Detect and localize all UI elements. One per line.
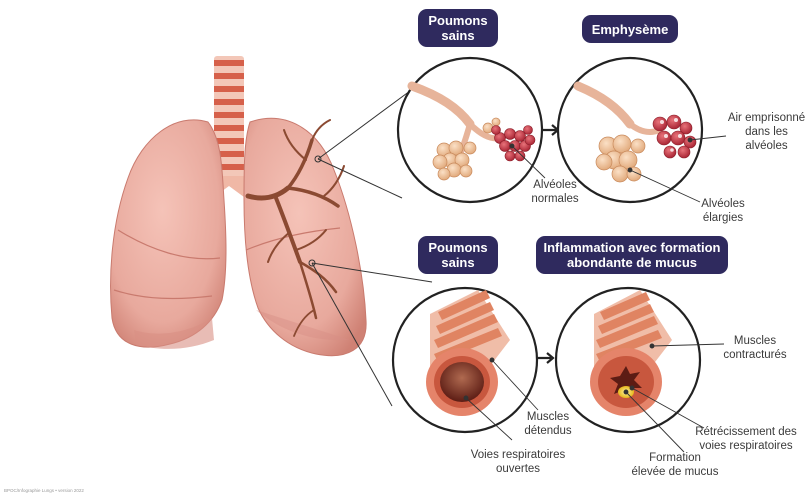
- right-lung: [244, 118, 366, 355]
- pill-inflammation: Inflammation avec formation abondante de…: [536, 236, 728, 274]
- label-mucus: Formation élevée de mucus: [620, 451, 730, 479]
- pill-emphysema: Emphysème: [582, 15, 678, 43]
- left-lung: [111, 120, 226, 347]
- label-normal-alveoli: Alvéoles normales: [520, 178, 590, 206]
- pill-healthy-lungs-top: Poumons sains: [418, 9, 498, 47]
- label-relaxed-muscles: Muscles détendus: [513, 410, 583, 438]
- label-narrowed-airways: Rétrécissement des voies respiratoires: [685, 425, 807, 453]
- label-trapped-air: Air emprisonné dans les alvéoles: [725, 111, 808, 153]
- label-contracted-muscles: Muscles contracturés: [710, 334, 800, 362]
- label-open-airways: Voies respiratoires ouvertes: [460, 448, 576, 476]
- footer-credit: BPOC/Infographie Lungs • version 2022: [4, 488, 84, 493]
- label-enlarged-alveoli: Alvéoles élargies: [688, 197, 758, 225]
- arrow-bottom: [538, 353, 553, 363]
- arrow-top: [543, 125, 558, 135]
- pill-healthy-lungs-bottom: Poumons sains: [418, 236, 498, 274]
- lungs-illustration: [111, 56, 367, 356]
